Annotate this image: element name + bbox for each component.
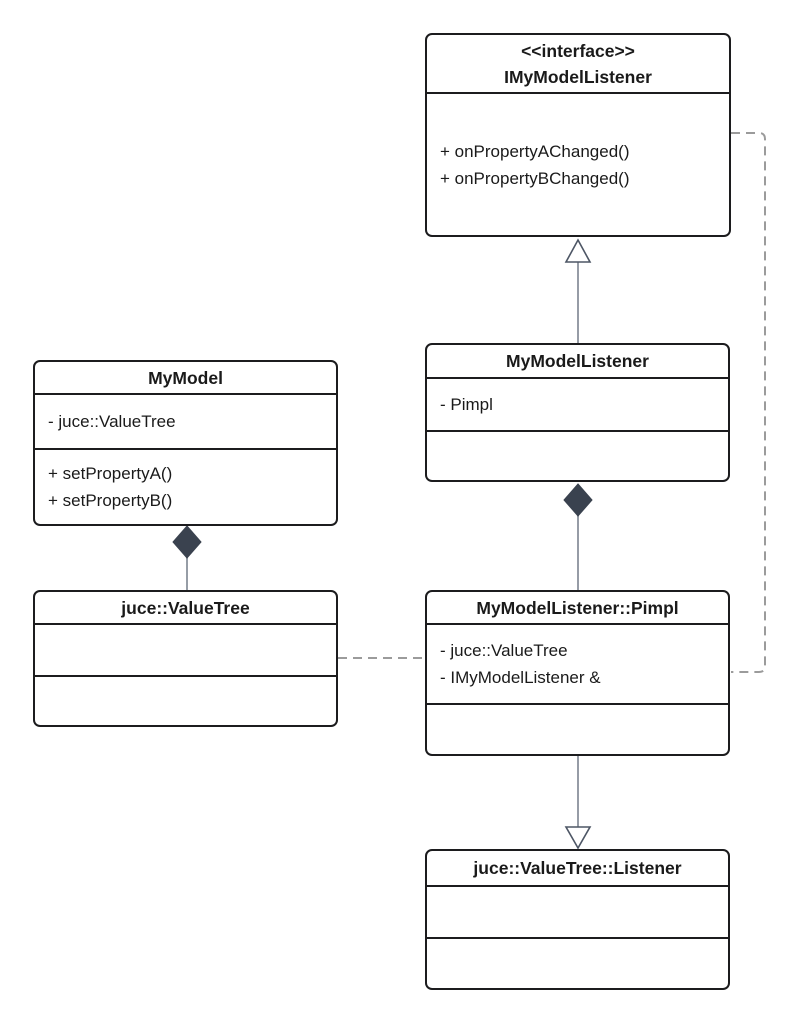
method-item: + onPropertyAChanged() — [440, 141, 630, 161]
class-name: IMyModelListener — [504, 66, 652, 87]
class-methods-empty — [427, 705, 728, 754]
class-name: MyModel — [148, 367, 223, 388]
class-methods: + setPropertyA() + setPropertyB() — [35, 450, 336, 524]
class-title: MyModelListener::Pimpl — [427, 592, 728, 625]
hollow-triangle-arrowhead-icon — [564, 826, 592, 850]
class-box-jucevaluetree: juce::ValueTree — [33, 590, 338, 727]
hollow-triangle-arrowhead-icon — [564, 238, 592, 263]
class-attributes: - Pimpl — [427, 379, 728, 432]
class-attributes-empty — [427, 887, 728, 939]
composition-mymodel-owns-jucevaluetree — [172, 525, 202, 590]
realization-mymodellistener-to-imymodellistener — [564, 238, 592, 343]
class-attributes: - juce::ValueTree - IMyModelListener & — [427, 625, 728, 705]
class-title: MyModel — [35, 362, 336, 395]
attribute-item: - Pimpl — [440, 395, 493, 414]
method-item: + setPropertyB() — [48, 491, 173, 510]
inheritance-pimpl-to-jucevaluetreelistener — [564, 756, 592, 850]
method-item: + setPropertyA() — [48, 464, 173, 483]
dashed-association-pimpl-to-imymodellistener — [731, 132, 766, 673]
filled-diamond-icon — [563, 483, 593, 517]
class-methods-empty — [427, 432, 728, 480]
attribute-item: - juce::ValueTree — [440, 641, 568, 660]
class-name: MyModelListener — [506, 351, 649, 371]
class-title: juce::ValueTree — [35, 592, 336, 625]
class-box-mymodel: MyModel - juce::ValueTree + setPropertyA… — [33, 360, 338, 526]
class-title: <<interface>> IMyModelListener — [427, 35, 729, 94]
class-stereotype: <<interface>> — [521, 40, 635, 61]
class-attributes: - juce::ValueTree — [35, 395, 336, 450]
class-title: MyModelListener — [427, 345, 728, 379]
class-name: MyModelListener::Pimpl — [476, 597, 679, 618]
attribute-item: - IMyModelListener & — [440, 668, 601, 687]
class-box-pimpl: MyModelListener::Pimpl - juce::ValueTree… — [425, 590, 730, 756]
class-name: juce::ValueTree::Listener — [473, 858, 682, 878]
composition-mymodellistener-owns-pimpl — [563, 483, 593, 590]
class-members: + onPropertyAChanged() + onPropertyBChan… — [427, 94, 729, 235]
class-methods-empty — [427, 939, 728, 988]
attribute-item: - juce::ValueTree — [48, 412, 176, 431]
class-name: juce::ValueTree — [121, 597, 250, 618]
class-methods-empty — [35, 677, 336, 725]
class-title: juce::ValueTree::Listener — [427, 851, 728, 887]
filled-diamond-icon — [172, 525, 202, 559]
class-attributes-empty — [35, 625, 336, 677]
class-box-imymodellistener: <<interface>> IMyModelListener + onPrope… — [425, 33, 731, 237]
method-item: + onPropertyBChanged() — [440, 168, 630, 188]
class-box-mymodellistener: MyModelListener - Pimpl — [425, 343, 730, 482]
class-box-jucevaluetreelistener: juce::ValueTree::Listener — [425, 849, 730, 990]
